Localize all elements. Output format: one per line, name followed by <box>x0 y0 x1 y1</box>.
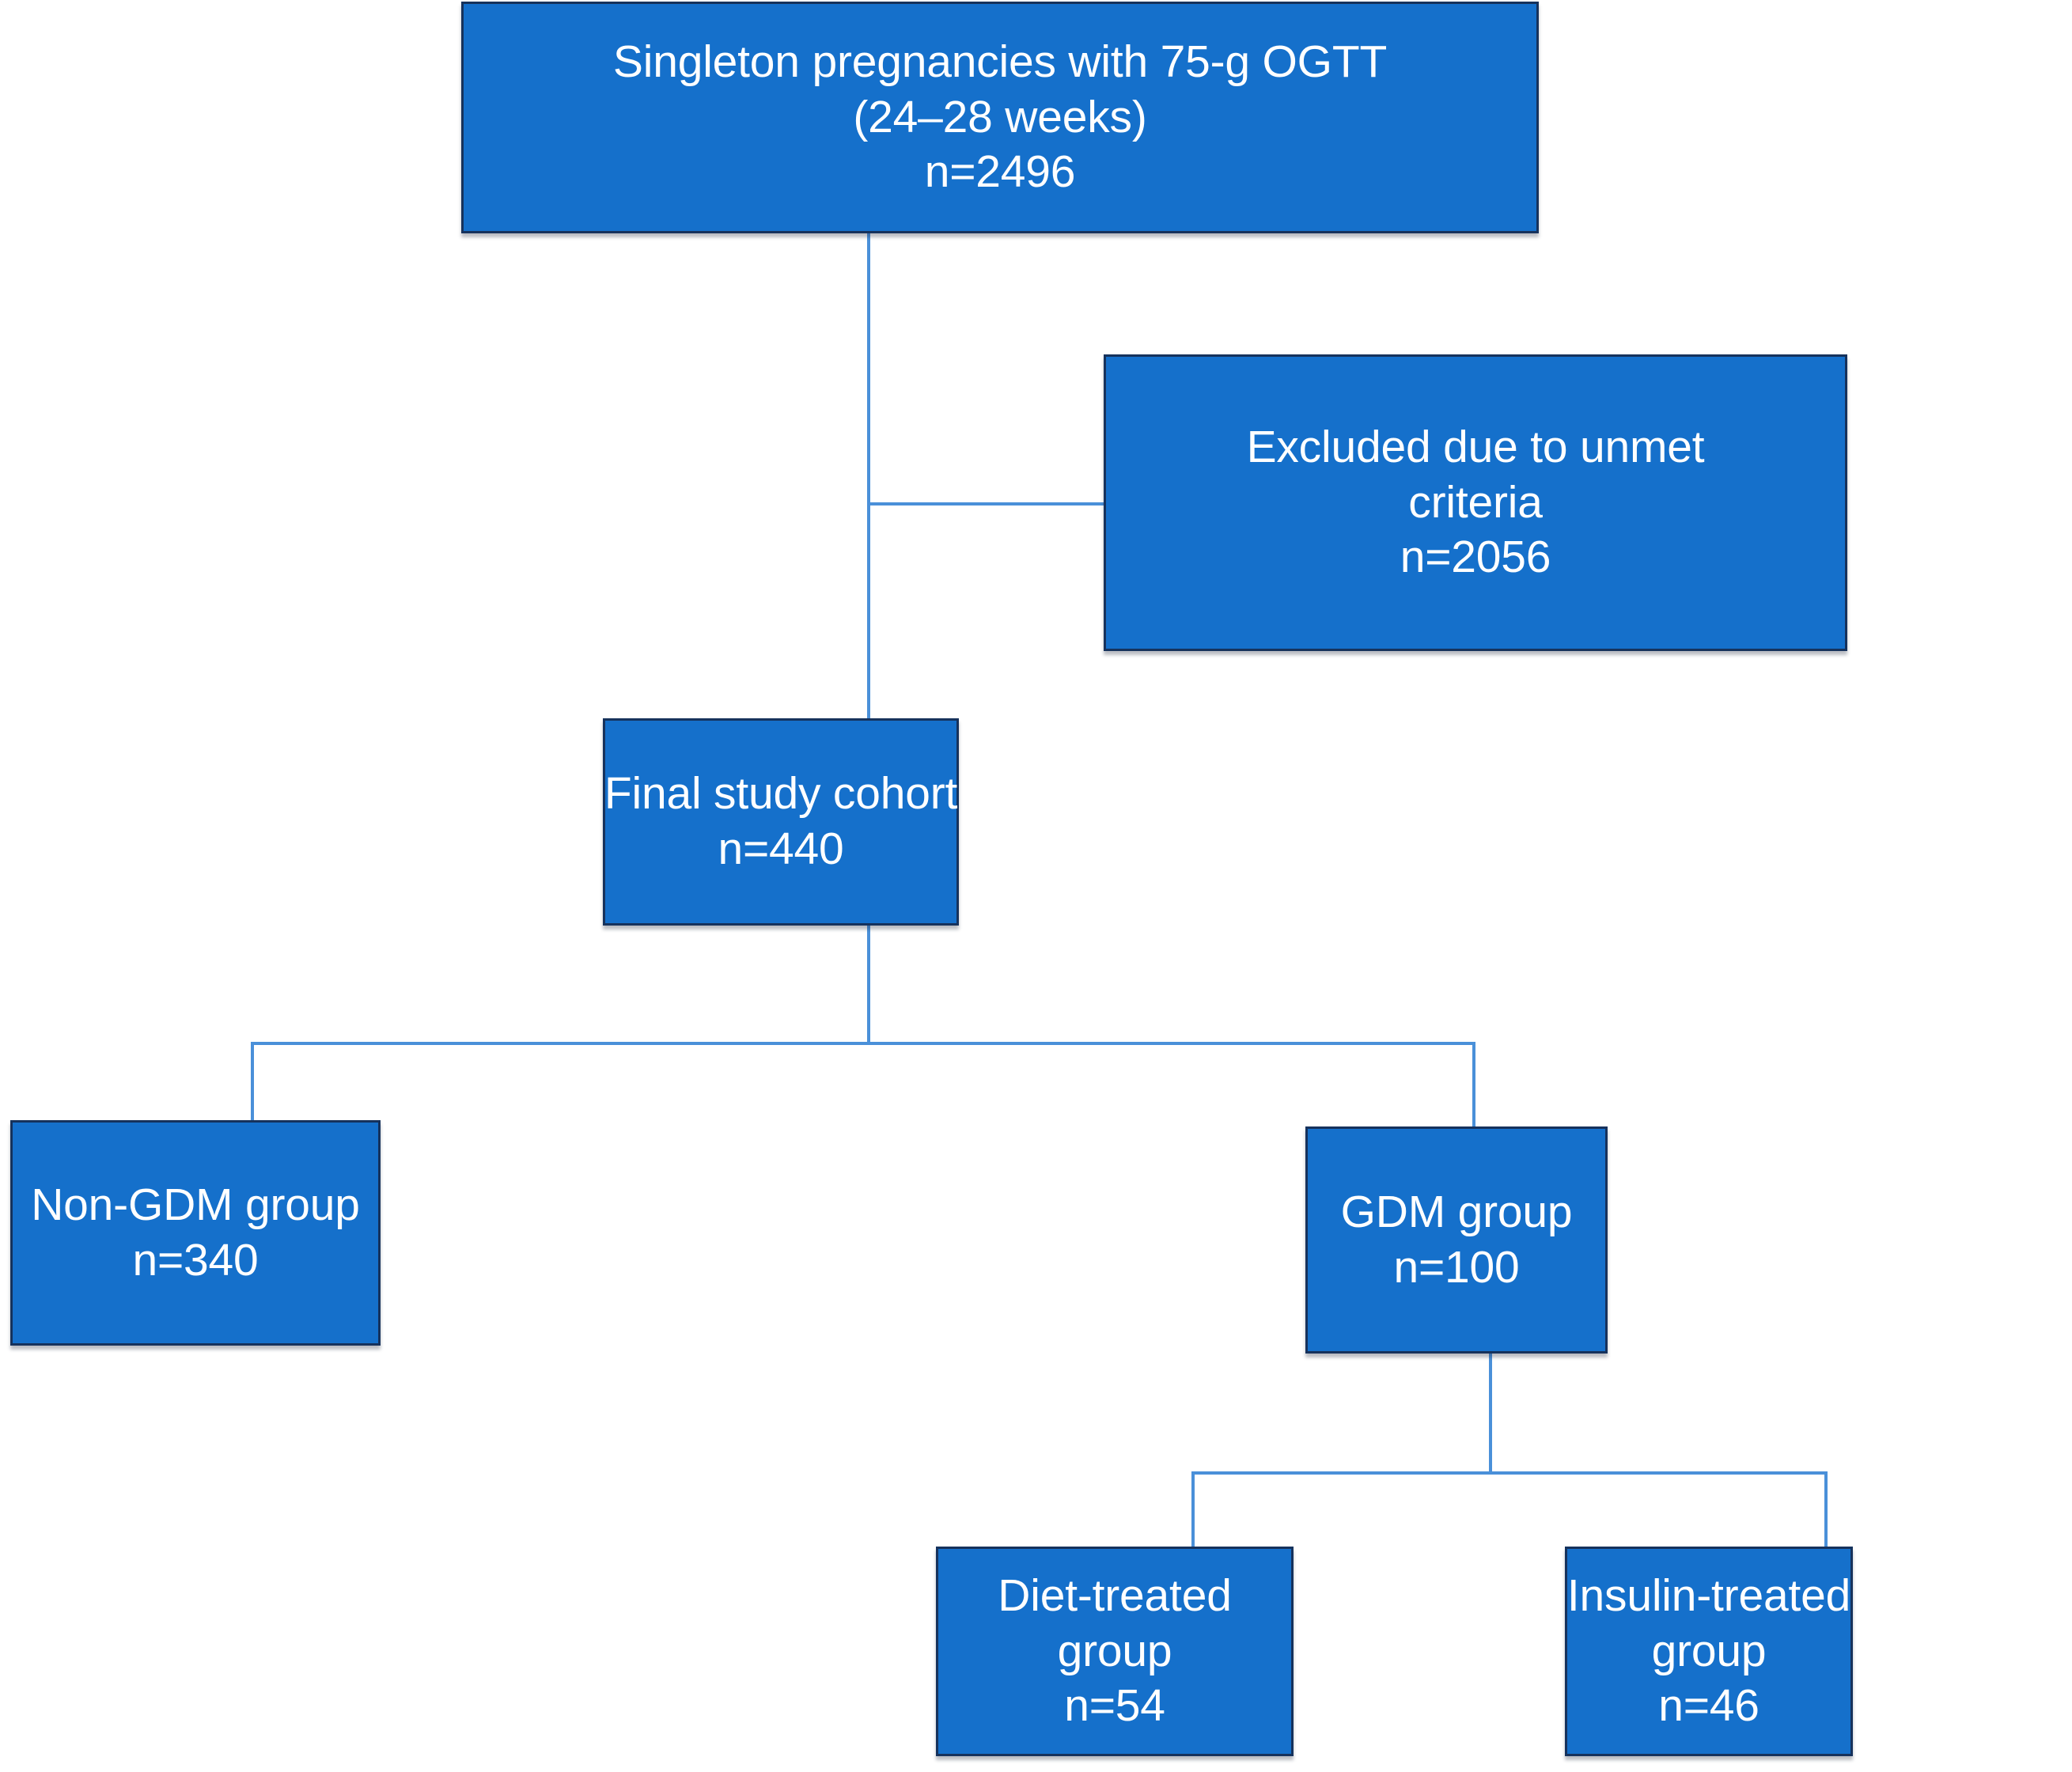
connector-to-diet-treated <box>1191 1471 1195 1548</box>
connector-to-gdm <box>1472 1042 1475 1128</box>
node-diet-treated-group: Diet-treated group n=54 <box>936 1547 1294 1756</box>
node-insulin-treated-group: Insulin-treated group n=46 <box>1565 1547 1853 1756</box>
node-screened-line2: (24–28 weeks) <box>853 91 1147 142</box>
connector-gdm-down <box>1489 1354 1492 1474</box>
node-final-study-cohort: Final study cohort n=440 <box>603 718 959 926</box>
node-screened-count: n=2496 <box>924 146 1076 198</box>
connector-cohort-split-bus <box>251 1042 1475 1045</box>
node-excluded-count: n=2056 <box>1400 532 1551 583</box>
node-excluded-line2: criteria <box>1408 476 1543 528</box>
node-excluded: Excluded due to unmet criteria n=2056 <box>1104 354 1847 651</box>
node-excluded-line1: Excluded due to unmet <box>1246 422 1705 473</box>
node-insulin-count: n=46 <box>1658 1680 1759 1732</box>
node-insulin-line1: Insulin-treated <box>1566 1570 1851 1622</box>
connector-cohort-down <box>867 926 870 1044</box>
node-screened-population: Singleton pregnancies with 75-g OGTT (24… <box>461 2 1539 233</box>
connector-screened-to-cohort <box>867 233 870 720</box>
node-gdm-group: GDM group n=100 <box>1305 1126 1608 1354</box>
node-nongdm-count: n=340 <box>132 1234 259 1285</box>
node-non-gdm-group: Non-GDM group n=340 <box>10 1120 381 1346</box>
node-insulin-line2: group <box>1651 1625 1767 1676</box>
connector-to-insulin-treated <box>1824 1471 1828 1548</box>
node-gdm-count: n=100 <box>1393 1241 1520 1293</box>
node-diet-line1: Diet-treated <box>998 1570 1232 1622</box>
node-gdm-line1: GDM group <box>1340 1186 1573 1237</box>
node-diet-line2: group <box>1057 1625 1172 1676</box>
node-nongdm-line1: Non-GDM group <box>31 1179 360 1230</box>
connector-to-nongdm <box>251 1042 254 1122</box>
connector-gdm-split-bus <box>1191 1471 1828 1475</box>
node-screened-line1: Singleton pregnancies with 75-g OGTT <box>612 36 1388 88</box>
node-cohort-line1: Final study cohort <box>604 768 958 820</box>
connector-screened-to-excluded <box>867 502 1116 505</box>
node-diet-count: n=54 <box>1064 1680 1165 1732</box>
node-cohort-count: n=440 <box>718 824 844 874</box>
